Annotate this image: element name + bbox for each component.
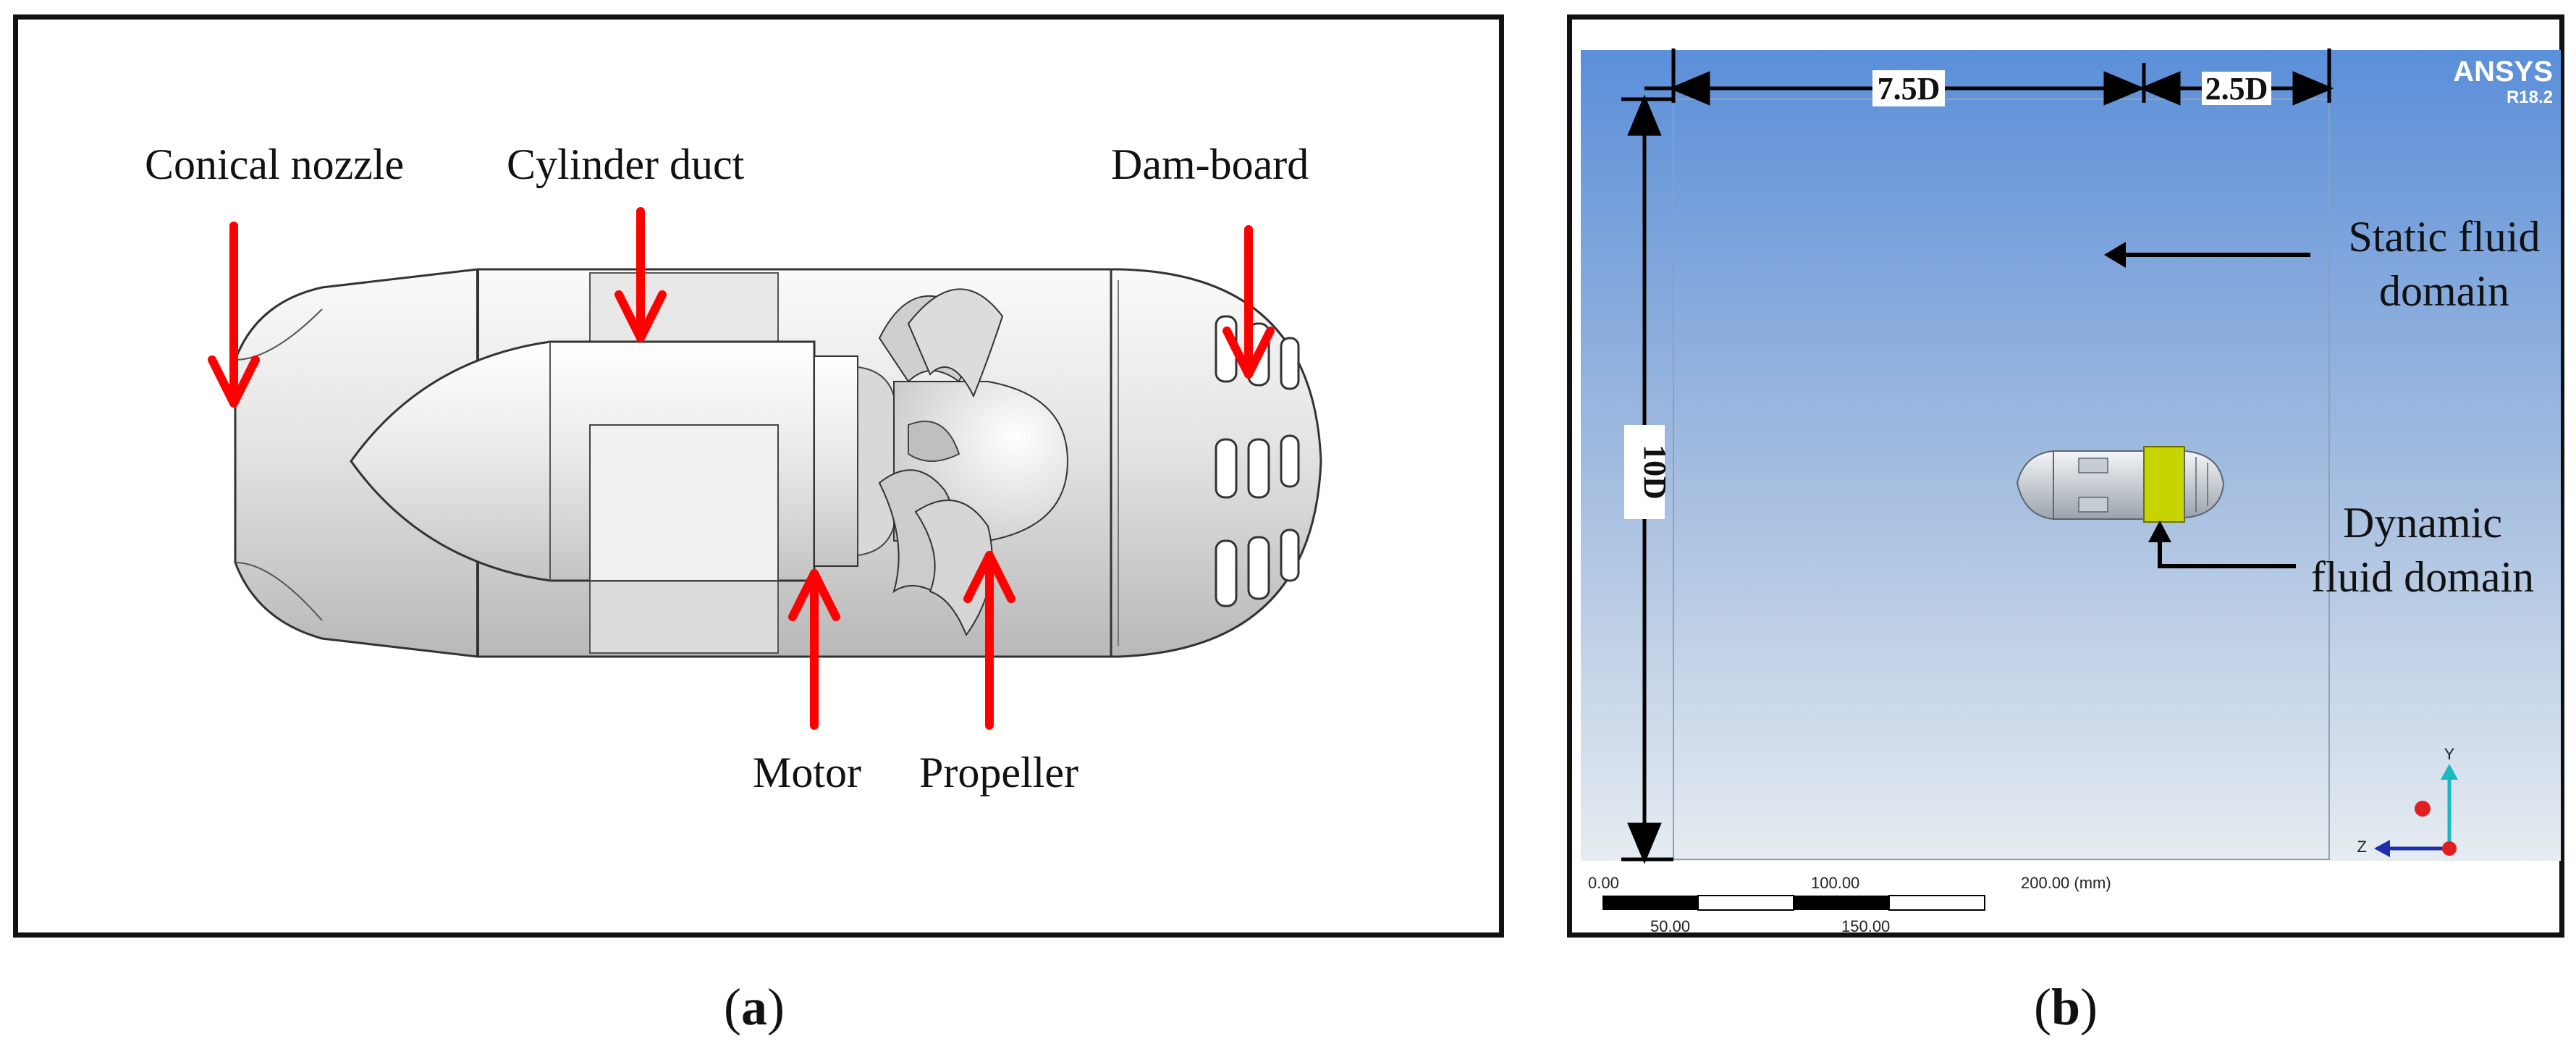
caption-b: (b) xyxy=(2034,977,2098,1037)
dim-75d-bg xyxy=(1872,70,1945,106)
static-domain-label-1: Static fluid xyxy=(2349,213,2541,261)
scale-bar: 0.00 100.00 200.00 (mm) 50.00 150.00 xyxy=(1588,874,2111,935)
axis-y-label: Y xyxy=(2444,745,2455,763)
static-domain-box xyxy=(1673,98,2330,860)
label-cylinder-duct: Cylinder duct xyxy=(507,140,745,188)
scale-label-100: 100.00 xyxy=(1811,874,1859,892)
dynamic-domain-label-2: fluid domain xyxy=(2311,553,2534,601)
device-diagram: Conical nozzle Cylinder duct Dam-board M… xyxy=(145,140,1322,796)
dim-2-5d-label: 2.5D xyxy=(2205,71,2268,106)
label-conical-nozzle: Conical nozzle xyxy=(145,140,404,188)
caption-b-letter: b xyxy=(2051,978,2081,1036)
caption-a-open: ( xyxy=(724,978,741,1036)
ansys-domain-view: ANSYS R18.2 7.5D 2.5D 10D Static fluid xyxy=(1581,49,2561,935)
arrow-motor xyxy=(788,569,840,730)
caption-b-close: ) xyxy=(2080,978,2098,1036)
dim-7-5d-label: 7.5D xyxy=(1878,71,1941,106)
caption-a: (a) xyxy=(724,977,785,1037)
arrow-cylinder-duct xyxy=(615,207,667,342)
arrow-propeller xyxy=(963,551,1015,730)
caption-a-close: ) xyxy=(767,978,785,1036)
arrow-dam-board xyxy=(1222,225,1275,379)
callout-arrows xyxy=(208,207,1275,730)
ansys-version: R18.2 xyxy=(2507,88,2553,107)
motor-collar xyxy=(814,355,858,567)
caption-b-open: ( xyxy=(2034,978,2051,1036)
scale-label-0: 0.00 xyxy=(1588,874,1619,892)
panel-b-frame: ANSYS R18.2 7.5D 2.5D 10D Static fluid xyxy=(1567,14,2564,938)
device-model xyxy=(2016,446,2225,523)
propeller-blade-4 xyxy=(914,500,993,637)
axis-triad: Y Z xyxy=(2357,745,2458,857)
label-propeller: Propeller xyxy=(919,749,1078,796)
motor-window xyxy=(589,424,779,581)
axis-z-label: Z xyxy=(2357,838,2367,856)
duct-support-bottom xyxy=(589,576,779,654)
scale-label-200: 200.00 (mm) xyxy=(2021,874,2111,892)
label-dam-board: Dam-board xyxy=(1111,140,1309,188)
scale-label-150: 150.00 xyxy=(1841,917,1890,935)
dynamic-domain-label-1: Dynamic xyxy=(2343,499,2502,547)
label-motor: Motor xyxy=(753,749,861,796)
dim-10d-bg xyxy=(1624,425,1665,519)
scale-label-50: 50.00 xyxy=(1650,917,1690,935)
static-domain-label-2: domain xyxy=(2379,267,2509,315)
ansys-logo: ANSYS xyxy=(2453,56,2553,88)
dim-10d-label: 10D xyxy=(1637,445,1673,500)
propeller-blade-2 xyxy=(907,288,1004,398)
panel-a-frame: Conical nozzle Cylinder duct Dam-board M… xyxy=(13,14,1504,938)
arrow-conical-nozzle xyxy=(208,222,260,408)
caption-a-letter: a xyxy=(740,978,767,1036)
duct-support-top xyxy=(589,272,779,353)
dam-board-slots xyxy=(1215,315,1300,607)
dimension-lines xyxy=(1621,49,2334,864)
dim-25d-bg xyxy=(2202,72,2271,105)
dynamic-fluid-domain xyxy=(2143,446,2185,523)
